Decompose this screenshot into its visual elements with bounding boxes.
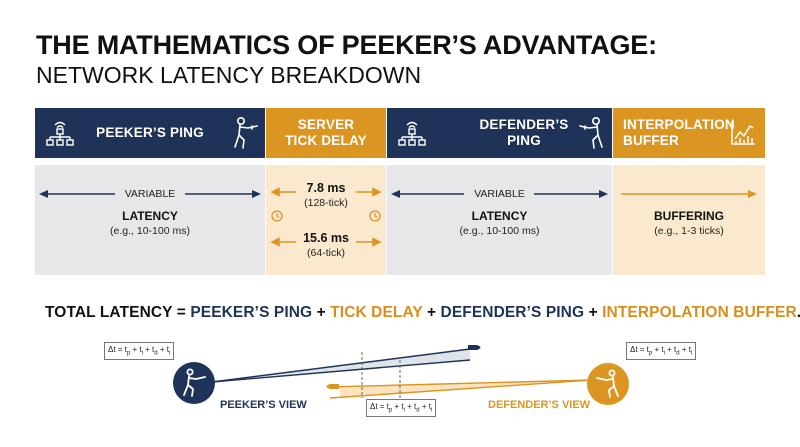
tick-64-rate: (64-tick): [307, 247, 345, 259]
shooter-icon: [579, 116, 603, 149]
equation-plus: +: [316, 304, 326, 321]
header-label-line1: SERVER: [297, 117, 355, 132]
double-arrow: [39, 186, 261, 202]
tick-arrows: [270, 187, 382, 247]
shooter-icon: [234, 116, 258, 149]
buffering-label: BUFFERING: [654, 209, 724, 223]
header-label: PEEKER’S PING: [96, 125, 204, 140]
panel-peekers-ping: VARIABLE LATENCY (e.g., 10-100 ms): [35, 165, 265, 275]
variable-label: VARIABLE: [124, 188, 176, 200]
header-peekers-ping: PEEKER’S PING: [35, 108, 265, 158]
tick-128-rate: (128-tick): [304, 197, 348, 209]
equation-plus: +: [588, 304, 598, 321]
network-icon: [398, 121, 426, 146]
equation-term-peekers-ping: PEEKER’S PING: [190, 304, 313, 321]
buffer-arrow: [621, 190, 757, 198]
tick-64-value: 15.6 ms: [303, 231, 349, 245]
header-label-line1: DEFENDER’S: [479, 117, 569, 132]
clock-icon: [271, 210, 283, 222]
buffering-example: (e.g., 1-3 ticks): [654, 225, 724, 237]
shooter-icon: [183, 368, 206, 397]
total-latency-equation: TOTAL LATENCY = PEEKER’S PING + TICK DEL…: [45, 304, 800, 322]
formula-box-center: Δt = tp + ti + td + ti: [366, 399, 437, 417]
equation-term-interpolation-buffer: INTERPOLATION BUFFER: [602, 304, 797, 321]
defenders-view-label: DEFENDER’S VIEW: [488, 399, 591, 411]
formula-box-defender: Δt = tp + ti + td + ti: [626, 342, 697, 360]
double-arrow: [391, 186, 608, 202]
equation-term-tick-delay: TICK DELAY: [330, 304, 423, 321]
equation-plus: +: [426, 304, 437, 321]
bullet-icon: [326, 384, 339, 389]
equation-equals: =: [176, 304, 186, 321]
bullet-icon: [468, 345, 481, 350]
panel-defenders-ping: VARIABLE LATENCY (e.g., 10-100 ms): [387, 165, 612, 275]
chart-icon: [731, 121, 755, 145]
latency-label: LATENCY: [122, 209, 178, 223]
header-defenders-ping: DEFENDER’S PING: [387, 108, 612, 158]
equation-lhs: TOTAL LATENCY: [45, 304, 173, 321]
tick-128-value: 7.8 ms: [306, 181, 346, 195]
page-subtitle: NETWORK LATENCY BREAKDOWN: [36, 62, 422, 88]
latency-example: (e.g., 10-100 ms): [110, 225, 190, 237]
equation-period: .: [797, 304, 800, 321]
peeker-avatar: [173, 362, 215, 404]
variable-label: VARIABLE: [474, 188, 525, 200]
peeker-defender-illustration: [173, 345, 629, 405]
network-icon: [46, 121, 74, 146]
latency-example: (e.g., 10-100 ms): [459, 225, 540, 237]
header-label-line2: PING: [507, 133, 541, 148]
panel-interpolation-buffer: BUFFERING (e.g., 1-3 ticks): [613, 165, 765, 275]
header-interpolation-buffer: INTERPOLATION BUFFER: [613, 108, 765, 158]
defender-avatar: [587, 363, 629, 405]
panel-server-tick-delay: 7.8 ms (128-tick) 15.6 ms (64-tick): [266, 165, 386, 275]
formula-box-peeker: Δt = tp + ti + td + ti: [104, 342, 175, 360]
shooter-icon: [596, 369, 619, 398]
clock-icon: [369, 210, 381, 222]
header-label-line1: INTERPOLATION: [623, 117, 735, 132]
equation-term-defenders-ping: DEFENDER’S PING: [440, 304, 585, 321]
header-label-line2: TICK DELAY: [285, 133, 367, 148]
latency-label: LATENCY: [471, 209, 528, 223]
header-server-tick-delay: SERVER TICK DELAY: [266, 108, 386, 158]
peekers-view-label: PEEKER’S VIEW: [220, 399, 307, 411]
page-title: THE MATHEMATICS OF PEEKER’S ADVANTAGE:: [36, 30, 657, 60]
header-label-line2: BUFFER: [623, 133, 679, 148]
